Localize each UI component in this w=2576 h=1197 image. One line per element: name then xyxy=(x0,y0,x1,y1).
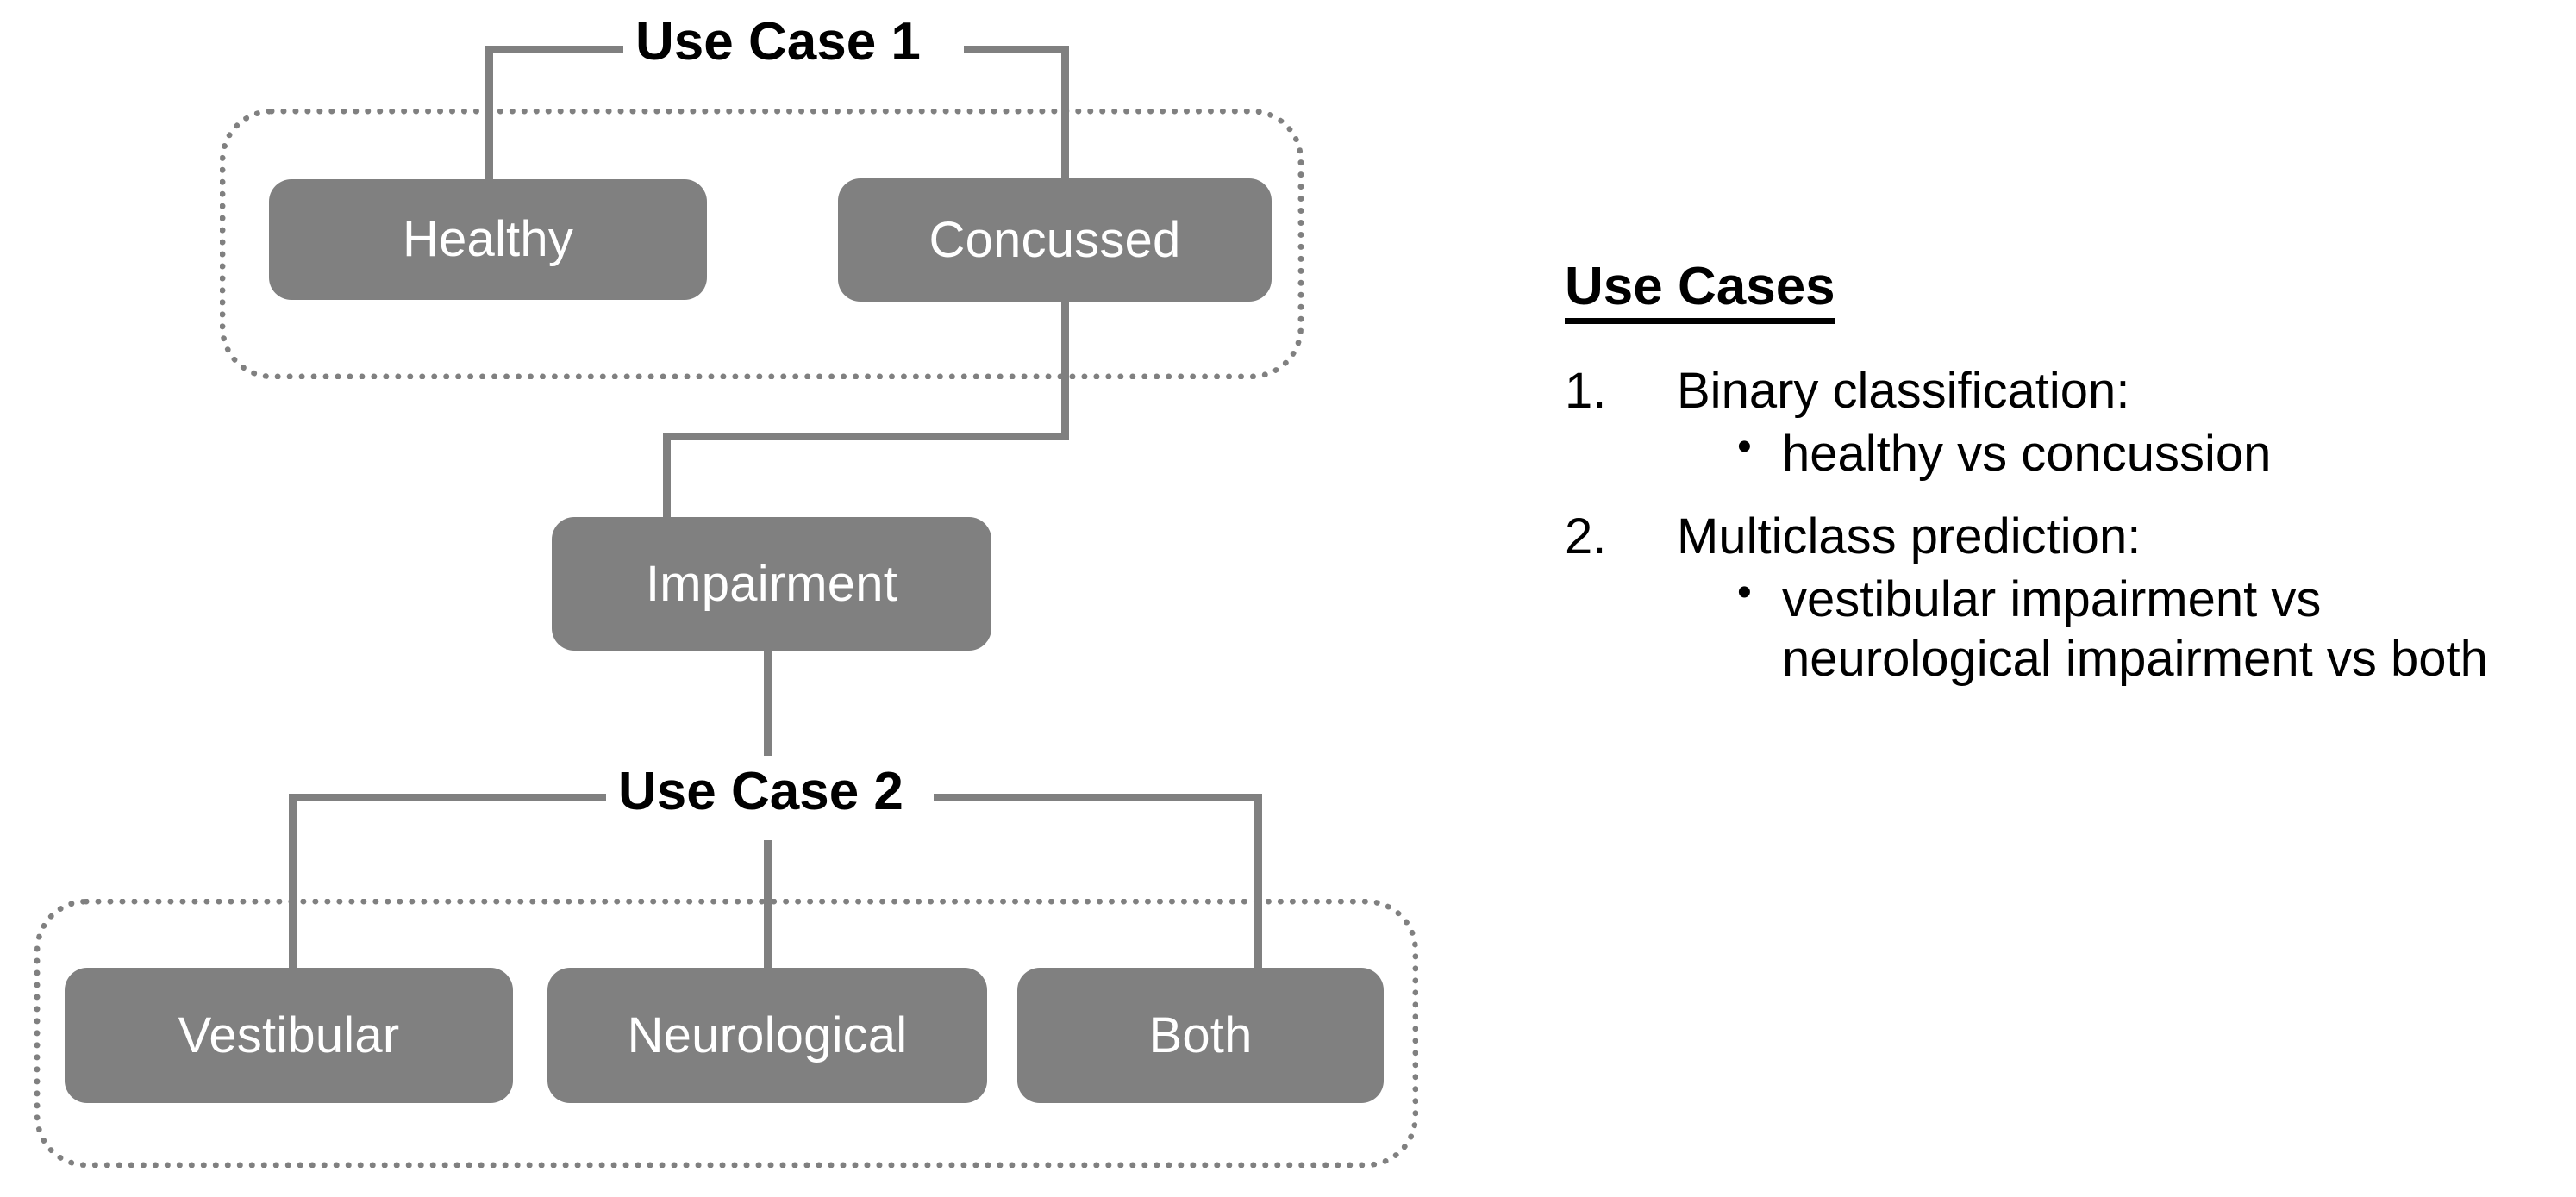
use-case-1-bullet-1: healthy vs concussion xyxy=(1737,423,2548,483)
node-neurological[interactable]: Neurological xyxy=(547,968,987,1103)
use-case-2-bracket-bar-right xyxy=(934,794,1262,801)
connector-to-impairment xyxy=(663,433,671,519)
use-case-1-bracket-bar-right xyxy=(964,46,1068,53)
node-healthy[interactable]: Healthy xyxy=(269,179,707,300)
use-case-list-item-1: 1. Binary classification: healthy vs con… xyxy=(1565,363,2548,483)
use-case-1-bracket-bar-left xyxy=(485,46,632,53)
node-concussed[interactable]: Concussed xyxy=(838,178,1272,302)
use-case-2-number: 2. xyxy=(1565,508,1607,565)
connector-uc2-to-both xyxy=(1254,794,1262,970)
use-case-2-bracket-label: Use Case 2 xyxy=(606,765,916,819)
use-case-2-bullets: vestibular impairment vs neurological im… xyxy=(1677,569,2548,689)
use-cases-panel-title: Use Cases xyxy=(1565,259,1835,325)
connector-uc2-to-neurological xyxy=(764,840,772,969)
use-cases-list: 1. Binary classification: healthy vs con… xyxy=(1565,363,2548,689)
use-case-2-bullet-1: vestibular impairment vs neurological im… xyxy=(1737,569,2548,689)
use-case-2-group-outline xyxy=(34,899,1418,1168)
use-cases-panel: Use Cases 1. Binary classification: heal… xyxy=(1565,259,2548,714)
use-case-2-heading: Multiclass prediction: xyxy=(1677,508,2141,565)
use-case-1-heading: Binary classification: xyxy=(1677,363,2130,420)
use-case-1-bracket-label: Use Case 1 xyxy=(623,16,933,69)
connector-concussed-down xyxy=(1061,302,1069,440)
use-case-2-bracket-bar-left xyxy=(289,794,613,801)
use-case-1-number: 1. xyxy=(1565,363,1607,420)
connector-uc2-to-vestibular xyxy=(289,794,297,970)
use-case-1-bullets: healthy vs concussion xyxy=(1677,423,2548,483)
connector-uc1-to-healthy xyxy=(485,46,493,179)
use-case-list-item-2: 2. Multiclass prediction: vestibular imp… xyxy=(1565,509,2548,689)
node-both[interactable]: Both xyxy=(1017,968,1384,1103)
node-vestibular[interactable]: Vestibular xyxy=(65,968,513,1103)
node-impairment[interactable]: Impairment xyxy=(552,517,991,651)
connector-uc1-to-concussed xyxy=(1061,46,1069,178)
connector-concussed-across xyxy=(663,433,1069,440)
connector-impairment-down xyxy=(764,651,772,756)
use-case-1-group-outline xyxy=(220,109,1304,379)
